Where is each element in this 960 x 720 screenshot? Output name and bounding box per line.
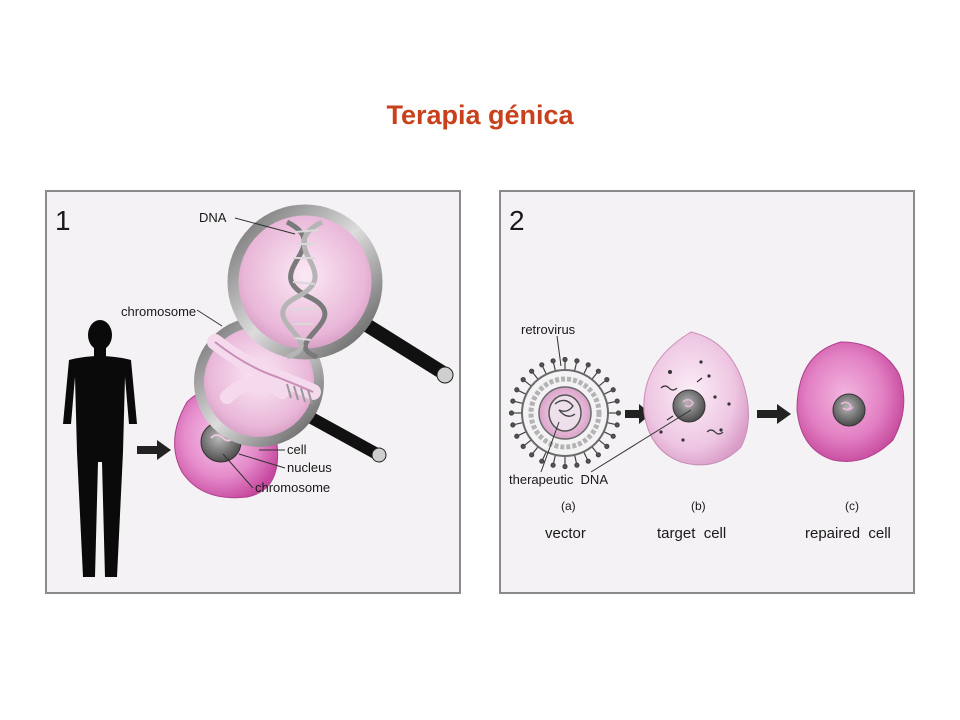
label-cell: cell [287, 442, 307, 457]
panel-number-1: 1 [55, 205, 71, 236]
virus-spike-tip [520, 377, 526, 383]
arrow-target-to-repaired [757, 404, 791, 424]
virus-spike [532, 371, 539, 380]
virus-spike [552, 454, 557, 464]
virus-spike-tip [514, 433, 520, 439]
virus-spike [606, 400, 616, 405]
arrow-to-cell [137, 440, 171, 460]
virus-spike-tip [562, 463, 568, 470]
label-dna: DNA [199, 210, 227, 225]
virus-spike-tip [614, 422, 620, 428]
virus-spike [583, 365, 589, 375]
virus-spike [591, 446, 598, 455]
virus-spike-tip [604, 377, 610, 383]
panel-2-illustration: 2 [508, 205, 905, 542]
slide-title: Terapia génica [386, 100, 574, 130]
label-therapeutic-dna: therapeutic DNA [509, 472, 608, 487]
virus-spike [514, 400, 524, 405]
virus-spike-tip [595, 452, 601, 458]
virus-spike [541, 451, 547, 461]
label-b: (b) [691, 499, 706, 513]
label-c: (c) [845, 499, 859, 513]
retrovirus-vector [508, 356, 622, 470]
virus-spike-tip [604, 443, 610, 449]
leader-lines-panel-2 [540, 335, 692, 473]
caption-target-cell: target cell [657, 525, 726, 542]
virus-spike [603, 431, 613, 437]
label-nucleus: nucleus [287, 460, 332, 475]
virus-spike-tip [510, 422, 516, 428]
leader-lines-panel-1 [196, 217, 296, 489]
virus-spike-tip [585, 458, 591, 464]
virus-spike-tip [614, 398, 620, 404]
virus-spike [598, 439, 607, 446]
virus-spike [517, 431, 527, 437]
virus-spike [591, 371, 598, 380]
repaired-cell [796, 341, 905, 462]
dna-magnifier [227, 204, 454, 384]
virus-spike-tip [610, 433, 616, 439]
virus-spike [552, 362, 557, 372]
virus-spike-tip [514, 387, 520, 393]
virus-spike [603, 389, 613, 395]
virus-spike [598, 380, 607, 387]
virus-spike [583, 451, 589, 461]
dna-helix [280, 219, 328, 360]
label-chromosome-bottom: chromosome [255, 480, 330, 495]
caption-vector: vector [545, 525, 586, 542]
virus-spike-tip [595, 368, 601, 374]
diagram-panel-2: 2 [499, 190, 915, 594]
virus-spike [532, 446, 539, 455]
virus-spike-tip [550, 462, 556, 468]
virus-spike [523, 439, 532, 446]
virus-spike-tip [585, 362, 591, 368]
virus-spike-tip [562, 356, 568, 363]
virus-spike [523, 380, 532, 387]
target-cell [643, 331, 749, 466]
virus-spike [606, 421, 616, 426]
virus-spike-tip [574, 358, 580, 364]
virus-spike-tip [610, 387, 616, 393]
virus-spike-tip [508, 410, 515, 416]
human-silhouette [63, 320, 137, 577]
virus-spike-tip [529, 368, 535, 374]
virus-spike-tip [539, 458, 545, 464]
panel-1-illustration: 1 [55, 204, 454, 577]
virus-spike [517, 389, 527, 395]
virus-spike-tip [510, 398, 516, 404]
virus-spike [541, 365, 547, 375]
virus-spike-tip [615, 410, 622, 416]
virus-spike [573, 454, 578, 464]
virus-spike-tip [550, 358, 556, 364]
virus-spike-tip [574, 462, 580, 468]
virus-spike [573, 362, 578, 372]
label-a: (a) [561, 499, 576, 513]
diagram-panel-1: 1 [45, 190, 461, 594]
label-retrovirus: retrovirus [521, 322, 576, 337]
virus-spike [514, 421, 524, 426]
label-chromosome-top: chromosome [121, 304, 196, 319]
caption-repaired-cell: repaired cell [805, 525, 891, 542]
virus-spike-tip [529, 452, 535, 458]
virus-spike-tip [539, 362, 545, 368]
panel-number-2: 2 [509, 205, 525, 236]
virus-spike-tip [520, 443, 526, 449]
